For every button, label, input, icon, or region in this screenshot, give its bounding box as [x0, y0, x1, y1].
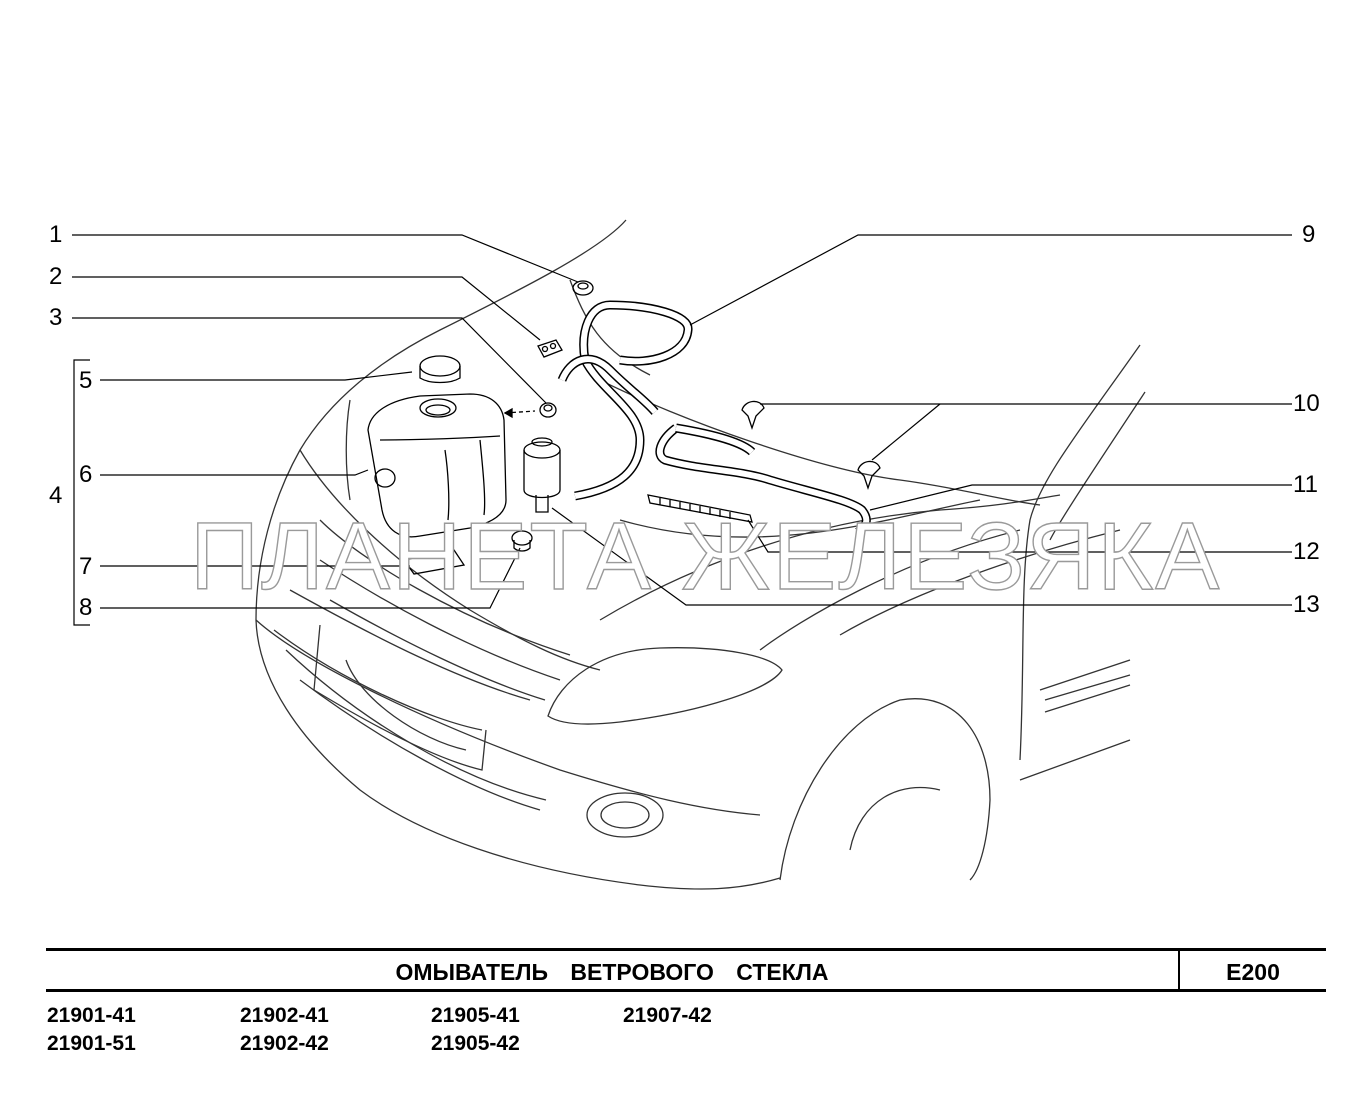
grommet [503, 402, 557, 419]
washer-hose [557, 300, 693, 501]
tee-hose [655, 423, 871, 536]
washer-reservoir [367, 393, 507, 538]
pump-seal [511, 530, 533, 552]
hole-plug [572, 280, 594, 296]
callout-8: 8 [79, 594, 93, 621]
washer-nozzles [741, 400, 881, 491]
model-number: 21901-51 [47, 1032, 136, 1055]
tie-strap [647, 494, 753, 523]
diagram-code: E200 [1226, 959, 1280, 985]
leader-lines [72, 234, 1292, 626]
callout-10: 10 [1293, 390, 1320, 417]
callout-5: 5 [79, 367, 93, 394]
watermark: ПЛАНЕТА ЖЕЛЕЗЯКА [189, 502, 1222, 610]
hose-clip [537, 339, 563, 358]
callout-12: 12 [1293, 538, 1320, 565]
model-number: 21905-42 [431, 1032, 520, 1055]
washer-pump [523, 437, 561, 513]
exploded-parts-diagram [72, 219, 1292, 890]
car-body-outline [255, 219, 1146, 890]
callout-11: 11 [1293, 471, 1318, 498]
model-number: 21902-42 [240, 1032, 329, 1055]
title-block: ОМЫВАТЕЛЬ ВЕТРОВОГО СТЕКЛА E200 [46, 948, 1326, 992]
model-number: 21905-41 [431, 1004, 520, 1027]
callout-2: 2 [49, 263, 63, 290]
callout-13: 13 [1293, 591, 1320, 618]
callout-7: 7 [79, 553, 93, 580]
callout-6: 6 [79, 461, 93, 488]
callout-3: 3 [49, 304, 63, 331]
model-number: 21901-41 [47, 1004, 136, 1027]
model-number: 21907-42 [623, 1004, 712, 1027]
model-number: 21902-41 [240, 1004, 329, 1027]
info-label [402, 549, 466, 575]
reservoir-cap [419, 355, 461, 384]
callout-1: 1 [49, 221, 63, 248]
diagram-title: ОМЫВАТЕЛЬ ВЕТРОВОГО СТЕКЛА [395, 959, 829, 985]
title-divider [1178, 951, 1180, 989]
callout-9: 9 [1302, 221, 1316, 248]
callout-4: 4 [49, 482, 63, 509]
